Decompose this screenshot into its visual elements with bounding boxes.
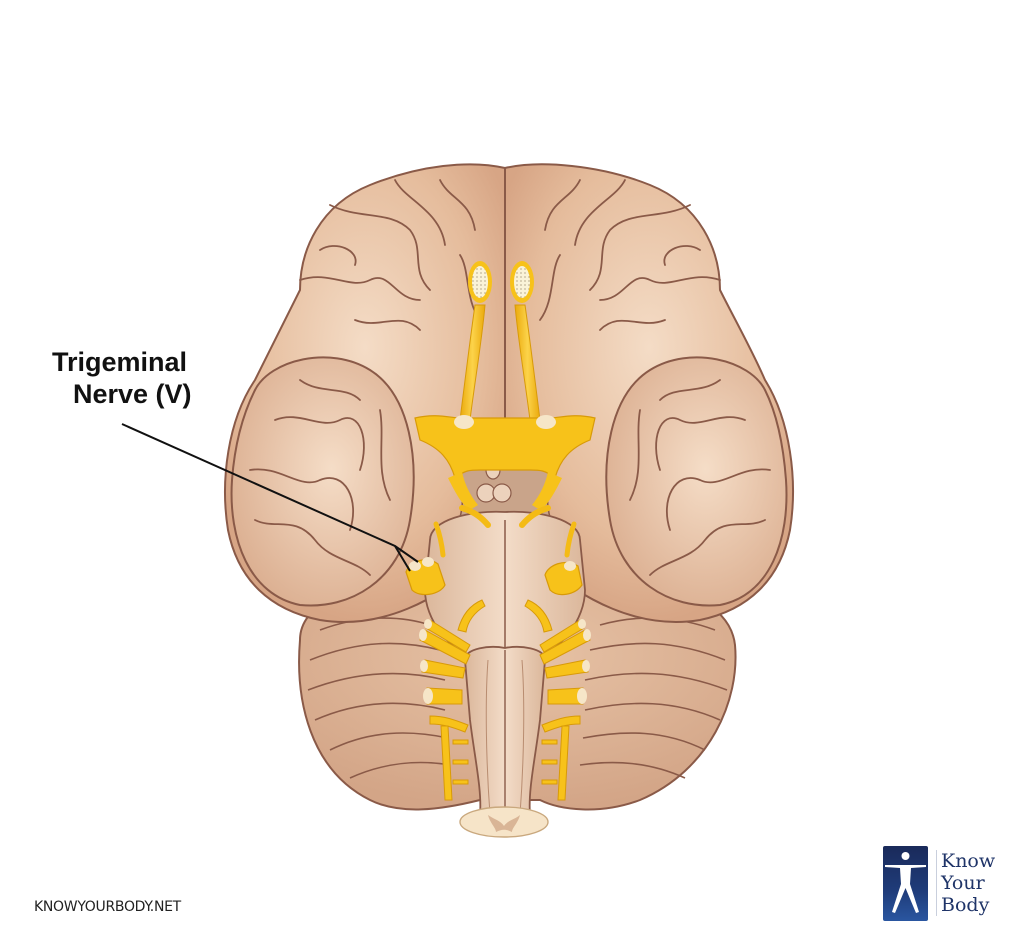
mammillary-bodies bbox=[476, 460, 512, 503]
trigeminal-label-line1: Trigeminal bbox=[52, 347, 188, 377]
leader-line bbox=[121, 423, 419, 572]
right-cerebral-hemisphere bbox=[504, 163, 794, 623]
spinal-cord-section bbox=[459, 806, 549, 838]
know-your-body-logo: Know Your Body bbox=[883, 846, 1013, 922]
oculomotor-nerves bbox=[433, 505, 577, 558]
olfactory-nerves bbox=[459, 261, 541, 421]
logo-word-know: Know bbox=[941, 850, 996, 872]
medulla-oblongata bbox=[464, 646, 546, 816]
left-cerebral-hemisphere bbox=[224, 163, 506, 623]
logo-word-body: Body bbox=[941, 894, 990, 916]
logo-divider bbox=[936, 850, 937, 916]
site-url: KNOWYOURBODY.NET bbox=[34, 899, 181, 915]
trigeminal-nerve-left bbox=[405, 557, 446, 596]
trigeminal-label-line2: Nerve (V) bbox=[73, 379, 192, 409]
logo-word-your: Your bbox=[941, 872, 985, 894]
cranial-nerves-left bbox=[419, 599, 486, 801]
cranial-nerves-right bbox=[524, 599, 591, 801]
nerve-cut-ends bbox=[419, 619, 591, 704]
optic-chiasm bbox=[414, 415, 596, 510]
human-figure-icon bbox=[883, 846, 928, 921]
trigeminal-nerve-right bbox=[544, 561, 583, 596]
